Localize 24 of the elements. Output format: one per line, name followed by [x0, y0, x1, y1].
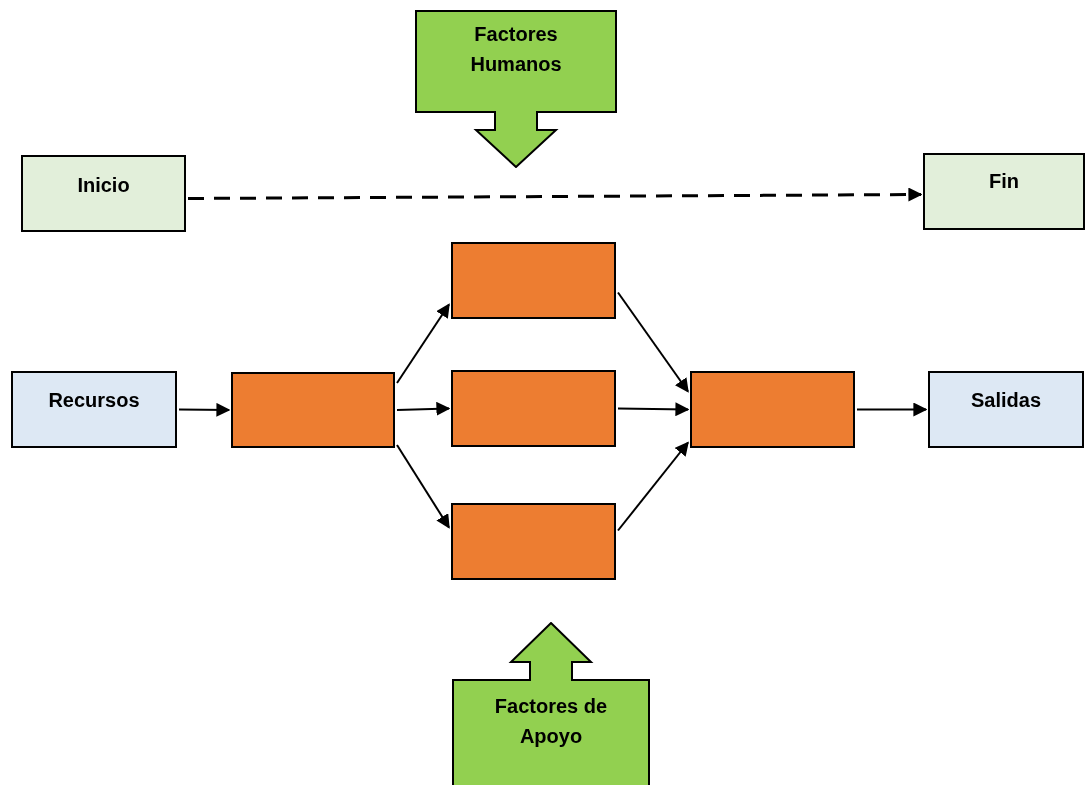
arrow	[178, 402, 231, 417]
arrow	[617, 441, 689, 532]
process-box	[451, 503, 616, 580]
node-label: Salidas	[969, 388, 1042, 413]
process-box	[231, 372, 395, 448]
label-box	[11, 371, 177, 448]
process-box	[690, 371, 855, 448]
label-box	[21, 155, 186, 232]
node-label: Factores Humanos	[469, 22, 563, 77]
arrow	[617, 402, 690, 417]
label-box	[923, 153, 1085, 230]
node-label: Recursos	[47, 388, 141, 413]
arrow	[856, 402, 928, 417]
process-box	[451, 370, 616, 447]
node-label: Inicio	[76, 173, 131, 198]
node-label: Factores de Apoyo	[493, 694, 609, 749]
label-box	[928, 371, 1084, 448]
process-box	[451, 242, 616, 319]
arrow	[396, 303, 450, 384]
arrow	[396, 401, 451, 416]
node-label: Fin	[988, 169, 1020, 194]
arrow	[396, 444, 450, 529]
dashed-arrow	[188, 187, 923, 202]
arrow	[617, 291, 689, 393]
